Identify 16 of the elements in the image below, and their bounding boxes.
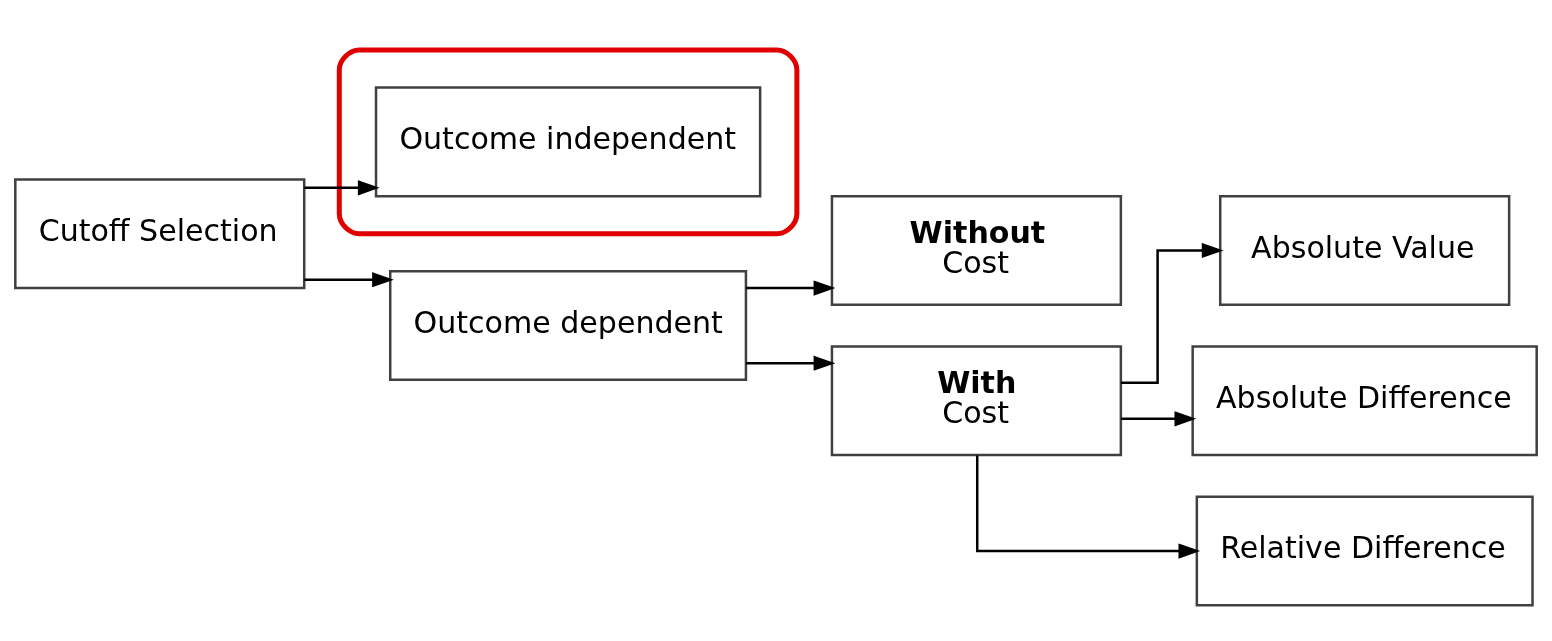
node-box: Cutoff Selection (14, 177, 306, 289)
arrow (746, 355, 836, 371)
node-box: Absolute Value (1218, 194, 1511, 306)
node-box: Outcome dependent (388, 269, 748, 381)
arrow (746, 279, 836, 296)
node-box: Outcome independent (374, 85, 762, 197)
arrow (1120, 242, 1224, 384)
node-box: Relative Difference (1195, 495, 1534, 607)
arrow (1120, 410, 1197, 426)
arrow (976, 454, 1201, 559)
arrow (304, 271, 394, 287)
node-box: With Cost (830, 344, 1123, 456)
node-box: Absolute Difference (1191, 344, 1538, 456)
arrow (304, 179, 380, 195)
cluster (336, 47, 800, 236)
node-box: Without Cost (830, 194, 1123, 306)
